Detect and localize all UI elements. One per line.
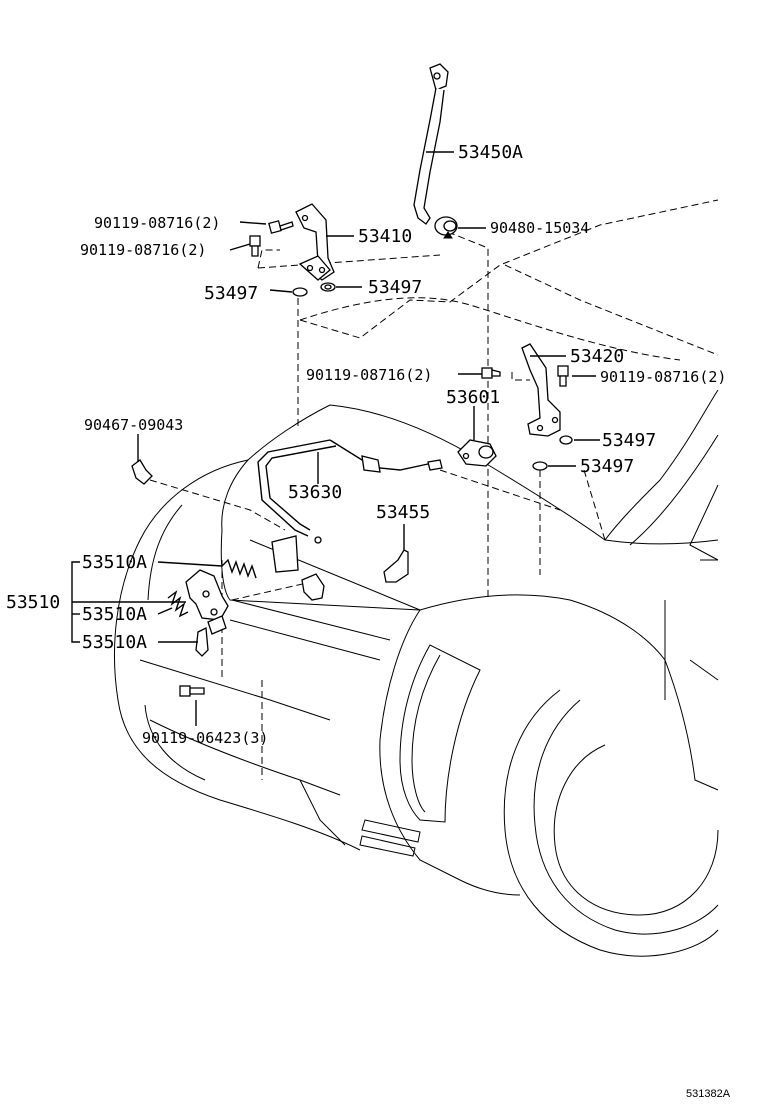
assembly-guide-lines	[149, 231, 606, 601]
hood-lock-icon	[185, 569, 229, 635]
hood-support-rod-icon	[413, 63, 449, 225]
hood-hinge-icon	[295, 203, 335, 281]
hood-cushion-icon	[434, 216, 458, 239]
label-90119-08716-a: 90119-08716(2)	[94, 214, 220, 232]
bolt-icon	[481, 367, 501, 379]
label-53497-a: 53497	[204, 283, 258, 304]
bracket-icon	[271, 535, 325, 601]
callout-leaders	[71, 151, 600, 726]
label-53510a-2: 53510A	[82, 604, 147, 625]
label-53497-d: 53497	[580, 456, 634, 477]
diagram-code: 531382A	[686, 1088, 731, 1100]
hood-release-lever-icon	[457, 439, 497, 467]
label-53510a-1: 53510A	[82, 552, 147, 573]
label-53497-c: 53497	[602, 430, 656, 451]
hood-release-cable-icon	[257, 439, 443, 544]
label-53497-b: 53497	[368, 277, 422, 298]
label-53510a-3: 53510A	[82, 632, 147, 653]
clip-icon	[131, 459, 153, 485]
washer-icon	[532, 461, 548, 471]
hood-hinge-icon	[521, 343, 561, 437]
washer-icon	[320, 282, 336, 292]
label-53420: 53420	[570, 346, 624, 367]
hood-lock-striker-icon	[195, 626, 209, 657]
label-90467-09043: 90467-09043	[84, 416, 183, 434]
label-53410: 53410	[358, 226, 412, 247]
washer-icon	[559, 435, 573, 445]
label-90119-06423: 90119-06423(3)	[142, 729, 268, 747]
spring-icon	[221, 558, 257, 579]
bolt-icon	[268, 220, 294, 234]
spring-icon	[167, 590, 189, 618]
label-53450a: 53450A	[458, 142, 523, 163]
label-53601: 53601	[446, 387, 500, 408]
label-53455: 53455	[376, 502, 430, 523]
bolt-icon	[249, 235, 261, 257]
bolt-icon	[179, 685, 205, 697]
label-53630: 53630	[288, 482, 342, 503]
bolt-icon	[557, 365, 569, 387]
label-90119-08716-b: 90119-08716(2)	[80, 241, 206, 259]
hood-lock-bracket-icon	[383, 549, 409, 583]
part-labels: 53450A 53410 90480-15034 90119-08716(2) …	[6, 142, 726, 747]
label-90480-15034: 90480-15034	[490, 219, 589, 237]
washer-icon	[292, 287, 308, 297]
label-53510: 53510	[6, 592, 60, 613]
label-90119-08716-d: 90119-08716(2)	[600, 368, 726, 386]
label-90119-08716-c: 90119-08716(2)	[306, 366, 432, 384]
